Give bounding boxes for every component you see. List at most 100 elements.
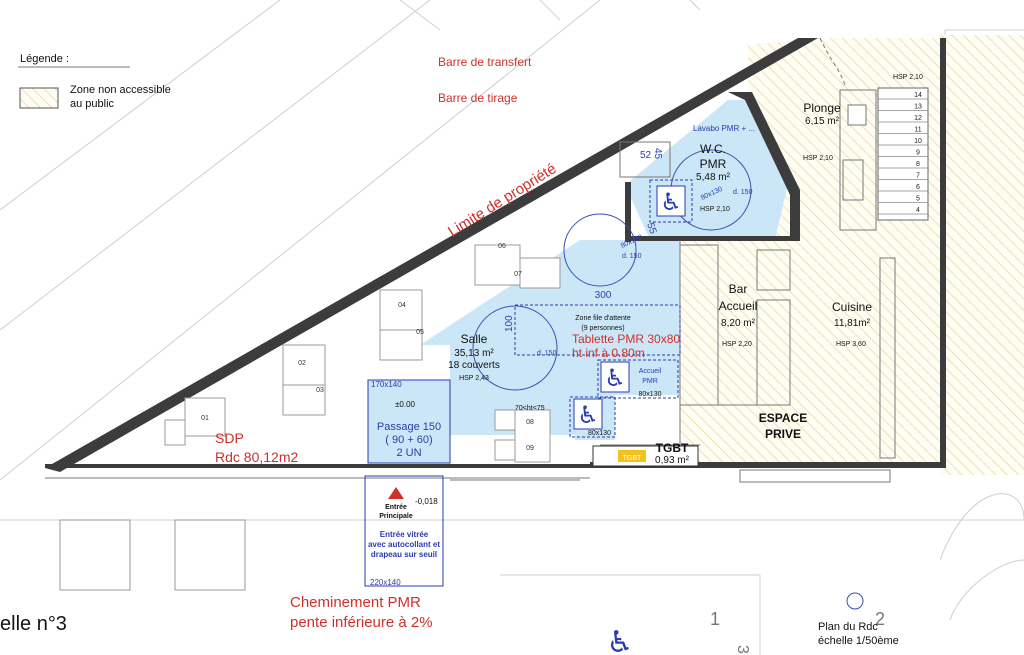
vitree-line2: avec autocollant et (368, 540, 440, 549)
table-number: 07 (514, 271, 522, 278)
entree-line2: Principale (379, 513, 413, 520)
espace-line2: PRIVE (765, 427, 801, 441)
wc-hsp: HSP 2,10 (700, 206, 730, 213)
stair-number: 14 (914, 92, 922, 99)
dim-80x130-c: 80x130 (588, 430, 611, 437)
table-number: 09 (526, 445, 534, 452)
plonge-hsp: HSP 2,10 (803, 155, 833, 162)
stair-hsp: HSP 2,10 (893, 74, 923, 81)
dim-45: 45 (652, 148, 663, 160)
barre-transfert-label: Barre de transfert (438, 55, 532, 69)
grid-number-3: 3 (734, 645, 751, 654)
dim-100: 100 (504, 315, 515, 332)
svg-text:♿: ♿ (604, 364, 626, 392)
tablette-line1: Tablette PMR 30x80 (572, 332, 680, 346)
grid-number-2: 2 (875, 609, 885, 629)
zone-attente-line2: (9 personnes) (581, 325, 624, 332)
passage-line2: ( 90 + 60) (385, 434, 432, 446)
bar-hsp: HSP 2,20 (722, 341, 752, 348)
legend-title: Légende : (20, 53, 69, 65)
cheminement-line1: Cheminement PMR (290, 594, 421, 611)
cheminement-line2: pente inférieure à 2% (290, 614, 433, 631)
dim-55: 55 (644, 221, 658, 236)
table-number: 05 (416, 329, 424, 336)
stair-number: 12 (914, 115, 922, 122)
plan-scale: échelle 1/50ème (818, 635, 899, 647)
stair-number: 10 (914, 138, 922, 145)
passage-line3: 2 UN (396, 447, 421, 459)
passage-zone (367, 379, 451, 464)
stair-number: 5 (916, 196, 920, 203)
legend-item-line2: au public (70, 98, 115, 110)
table-number: 02 (298, 360, 306, 367)
legend-swatch (19, 87, 59, 109)
wc-name2: PMR (700, 157, 727, 171)
dim-150-a: d. 150 (622, 253, 642, 260)
tgbt-tag-box (618, 450, 646, 462)
dim-150-wc: d. 150 (733, 189, 753, 196)
passage-dim: 170x140 (371, 380, 402, 389)
dim-300: 300 (595, 290, 612, 301)
street-label: elle n°3 (0, 613, 67, 635)
vitree-line3: drapeau sur seuil (371, 550, 437, 559)
stair-steps (878, 98, 928, 215)
exterior-hatch (940, 35, 1024, 475)
grid-number-1: 1 (710, 609, 720, 629)
wheelchair-icon: ♿ (573, 398, 603, 430)
table-number: 04 (398, 302, 406, 309)
bar-area: 8,20 m² (721, 318, 756, 329)
wheelchair-icon: ♿ (607, 625, 634, 655)
pmr-rects (514, 179, 693, 438)
dim-52: 52 (640, 150, 652, 161)
sdp-label-line1: SDP (215, 430, 244, 446)
wc-name: W.C. (700, 142, 726, 156)
table-numbers: 01 02 03 04 05 06 07 08 09 (201, 243, 534, 452)
walls (45, 38, 946, 472)
vitree-line1: Entrée vitrée (380, 530, 429, 539)
entrance-arrow-icon (388, 487, 404, 499)
dim-ht: 70<ht<75 (515, 405, 545, 412)
dining-tables (59, 244, 561, 591)
espace-line1: ESPACE (759, 411, 807, 425)
barre-tirage-label: Barre de tirage (438, 91, 518, 105)
wheelchair-icon: ♿ (600, 361, 630, 393)
table-number: 08 (526, 419, 534, 426)
zone-attente-line1: Zone file d'attente (575, 315, 631, 322)
table-number: 01 (201, 415, 209, 422)
plonge-name: Plonge (803, 101, 841, 115)
stair-number: 11 (914, 127, 921, 134)
svg-text:♿: ♿ (660, 188, 682, 216)
plonge-area: 6,15 m² (805, 116, 840, 127)
accueil-dim: 80x130 (639, 391, 662, 398)
entree-line1: Entrée (385, 504, 407, 511)
salle-couverts: 18 couverts (448, 360, 500, 371)
plan-title: Plan du Rdc (818, 621, 878, 633)
lavabo-label: Lavabo PMR + ... (693, 124, 755, 133)
limite-propriete-label: Limite de propriété (445, 160, 559, 240)
stair-number: 4 (916, 207, 920, 214)
tablette-line2: ht inf à 0.80m (572, 346, 645, 360)
entree-level: -0,018 (415, 497, 438, 506)
bar-name2: Accueil (719, 299, 758, 313)
entree-dim: 220x140 (370, 578, 401, 587)
table-number: 06 (498, 243, 506, 250)
bar-name: Bar (729, 282, 748, 296)
stair-number: 13 (914, 104, 922, 111)
dim-150-salle: d. 150 (537, 350, 557, 357)
wheelchair-icon: ♿ (656, 185, 686, 217)
passage-level: ±0.00 (395, 400, 416, 409)
staircase (877, 87, 929, 221)
svg-text:♿: ♿ (577, 401, 599, 429)
sdp-label-line2: Rdc 80,12m2 (215, 449, 298, 465)
cuisine-name: Cuisine (832, 300, 872, 314)
salle-hsp: HSP 2,43 (459, 375, 489, 382)
cuisine-area: 11,81m² (834, 318, 871, 329)
salle-area: 35,13 m² (454, 348, 494, 359)
passage-line1: Passage 150 (377, 421, 441, 433)
stair-number: 6 (916, 184, 920, 191)
legend-item-line1: Zone non accessible (70, 84, 171, 96)
table-number: 03 (316, 387, 324, 394)
stair-number: 7 (916, 173, 920, 180)
